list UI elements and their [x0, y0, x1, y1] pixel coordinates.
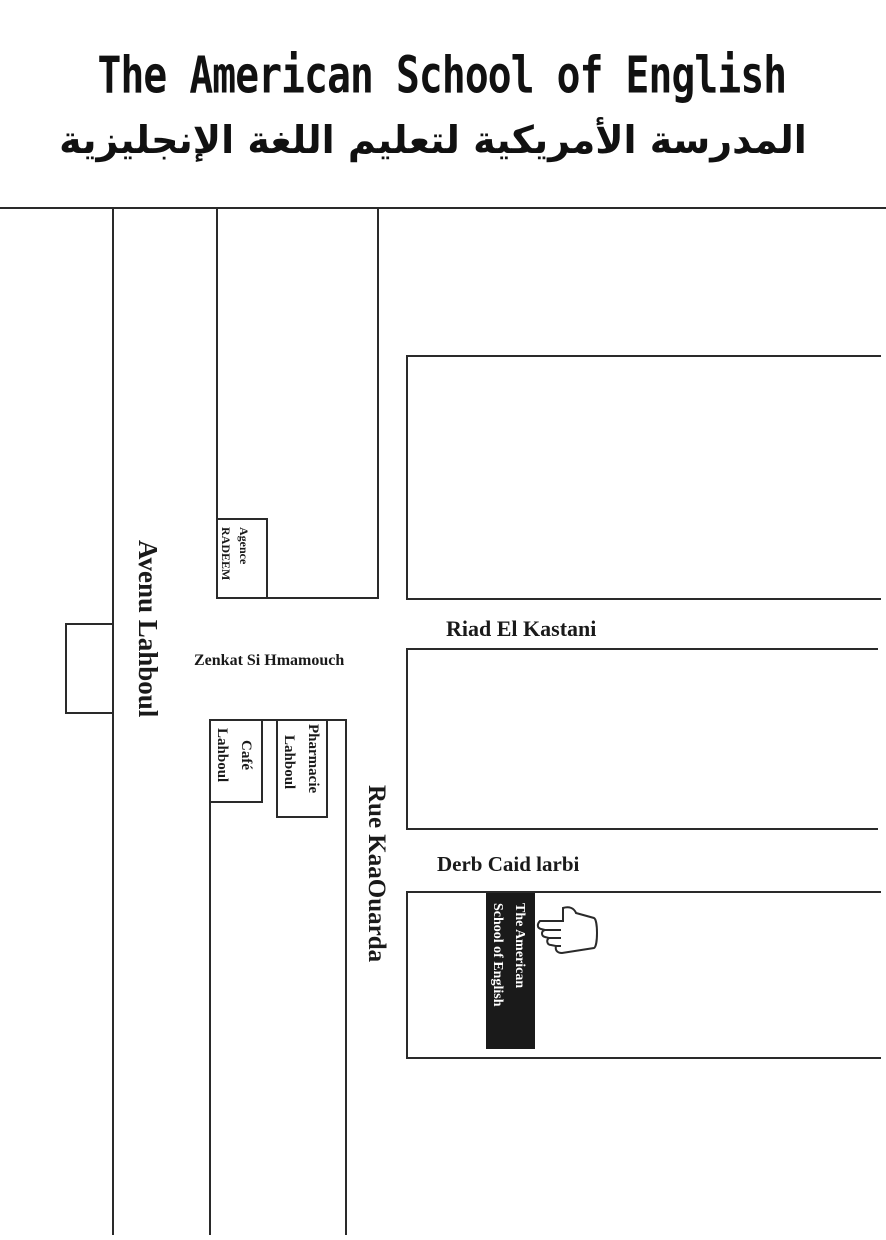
pharmacie-label-line1: Pharmacie	[305, 724, 321, 794]
pointing-hand-icon	[536, 906, 598, 955]
city-block-agence	[216, 208, 379, 599]
agence-label-line1: Agence	[237, 527, 251, 565]
roadside-kiosk	[65, 623, 114, 714]
rue-kaaouarda-label: Rue KaaOuarda	[363, 785, 390, 963]
agence-radeem-box	[216, 518, 268, 599]
school-title-arabic: المدرسة الأمريكية لتعليم اللغة الإنجليزي…	[59, 118, 807, 162]
agence-label-line2: RADEEM	[219, 527, 233, 581]
pharmacie-lahboul-box	[276, 719, 328, 818]
city-block-north	[406, 355, 881, 600]
cafe-lahboul-box	[209, 719, 263, 803]
derb-caid-larbi-label: Derb Caid larbi	[437, 852, 580, 876]
pharmacie-label-line2: Lahboul	[281, 735, 297, 790]
destination-label-line1: The American	[512, 903, 527, 989]
cafe-label-line1: Café	[238, 740, 254, 770]
destination-label-line2: School of English	[490, 903, 505, 1007]
cafe-label-line2: Lahboul	[214, 728, 230, 783]
school-title-english: The American School of English	[97, 45, 788, 105]
destination-school-marker: The American School of English	[486, 893, 535, 1049]
zenkat-si-hmamouch-label: Zenkat Si Hmamouch	[194, 652, 345, 669]
avenue-lahboul-label: Avenu Lahboul	[133, 540, 163, 718]
riad-el-kastani-label: Riad El Kastani	[446, 616, 597, 641]
city-block-school	[406, 891, 881, 1059]
city-block-middle	[406, 648, 878, 830]
